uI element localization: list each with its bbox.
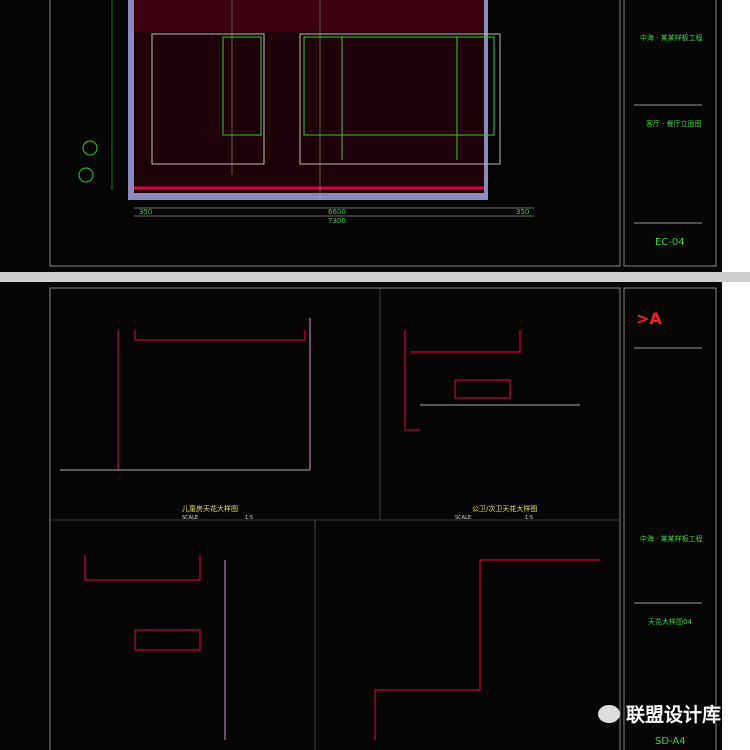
sheet-number: EC-04 [655,237,685,248]
ceiling-band [134,0,484,32]
dim-text: 350 [516,208,529,216]
detail-title: 公卫/次卫天花大样图 [472,504,537,513]
sheet-2 [0,282,722,750]
detail-children-room [60,318,311,471]
window-left [222,36,262,136]
wall-panel-right [299,33,501,165]
wall-panel-left [151,33,265,165]
title-block-1 [623,0,717,267]
wechat-icon [598,704,620,723]
scale-value: 1:5 [525,515,533,521]
section-marker [82,140,98,156]
watermark: 联盟设计库 [598,700,721,727]
dim-text: 350 [139,208,152,216]
scale-value: 1:5 [245,515,253,521]
window-right [303,36,495,136]
sheet-2-frame [49,287,621,750]
scale-label: SCALE [182,515,198,521]
watermark-text: 联盟设计库 [626,704,722,726]
scale-label: SCALE [455,515,471,521]
sheet-separator [0,272,750,282]
sheet-1-frame [49,0,621,267]
section-marker [78,167,94,183]
elevation-wall [134,0,484,193]
sheet-number: SD-A4 [655,736,686,747]
title-block-2 [623,287,717,750]
drawing-title: 客厅 · 餐厅立面图 [646,119,702,128]
dim-text: 7300 [328,217,346,225]
project-name: 中海 · 某某样板工程 [640,534,703,543]
project-name: 中海 · 某某样板工程 [640,33,703,42]
company-logo: >A [636,309,662,328]
detail-bathroom [404,330,580,431]
drawing-title: 天花大样图04 [648,617,692,626]
detail-title: 儿童房天花大样图 [182,504,238,513]
detail-4 [374,559,600,740]
dim-text: 6600 [328,208,346,216]
detail-3 [84,555,226,740]
